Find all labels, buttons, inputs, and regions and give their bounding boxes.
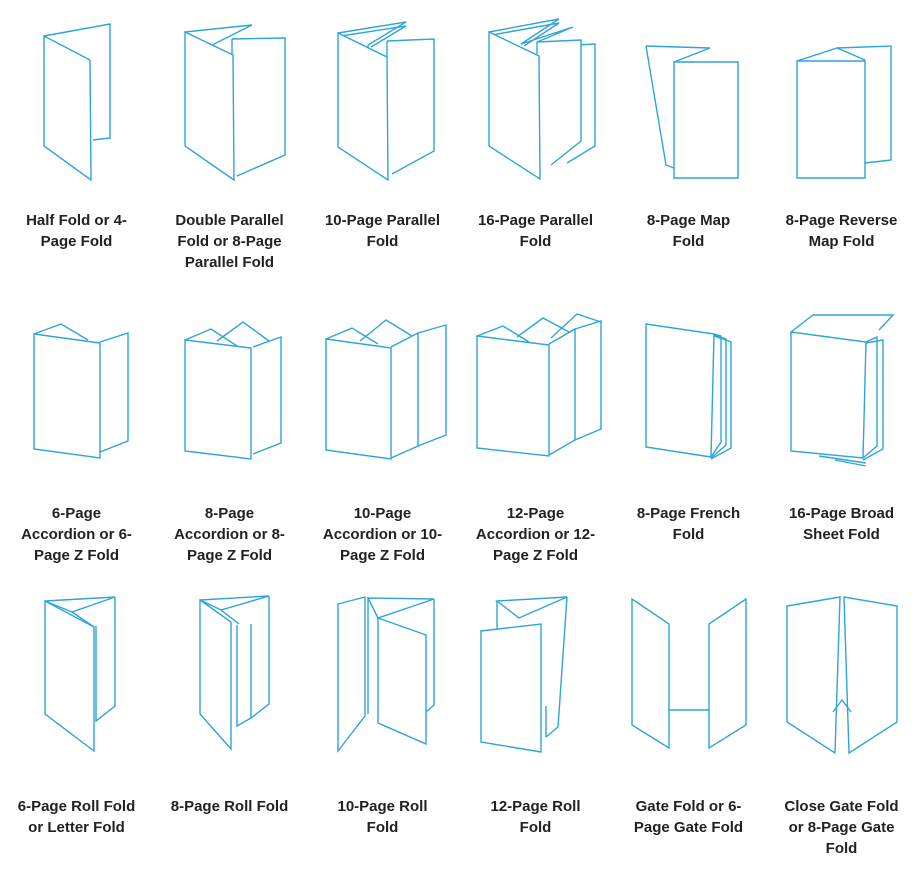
16-page-parallel-fold-label: 16-Page Parallel Fold bbox=[477, 212, 594, 250]
8-page-roll-fold-label: 8-Page Roll Fold bbox=[170, 798, 289, 815]
8-page-roll-fold-diagram bbox=[198, 595, 270, 751]
6-page-roll-fold-label: 6-Page Roll Fold or Letter Fold bbox=[17, 798, 136, 836]
8-page-french-fold-label: 8-Page French Fold bbox=[636, 505, 741, 543]
8-page-french-fold-diagram bbox=[644, 323, 732, 460]
16-page-parallel-fold-diagram bbox=[487, 18, 596, 181]
close-gate-fold-diagram bbox=[785, 596, 898, 755]
gate-fold-label: Gate Fold or 6- Page Gate Fold bbox=[633, 798, 744, 836]
fold-cell-half-fold: Half Fold or 4- Page Fold bbox=[0, 0, 153, 293]
fold-cell-8-page-reverse-map-fold: 8-Page Reverse Map Fold bbox=[765, 0, 918, 293]
10-page-parallel-fold-label: 10-Page Parallel Fold bbox=[324, 212, 441, 250]
8-page-map-fold-label: 8-Page Map Fold bbox=[646, 212, 731, 250]
fold-cell-10-page-parallel-fold: 10-Page Parallel Fold bbox=[306, 0, 459, 293]
12-page-accordion-fold-label: 12-Page Accordion or 12- Page Z Fold bbox=[475, 505, 596, 564]
fold-cell-double-parallel-fold: Double Parallel Fold or 8-Page Parallel … bbox=[153, 0, 306, 293]
fold-cell-8-page-french-fold: 8-Page French Fold bbox=[612, 293, 765, 586]
fold-cell-10-page-accordion-fold: 10-Page Accordion or 10- Page Z Fold bbox=[306, 293, 459, 586]
fold-cell-10-page-roll-fold: 10-Page Roll Fold bbox=[306, 586, 459, 879]
double-parallel-fold-diagram bbox=[183, 24, 286, 182]
fold-cell-8-page-accordion-fold: 8-Page Accordion or 8- Page Z Fold bbox=[153, 293, 306, 586]
12-page-roll-fold-diagram bbox=[479, 596, 568, 753]
10-page-accordion-fold-diagram bbox=[324, 319, 447, 460]
half-fold-diagram bbox=[42, 23, 111, 182]
10-page-accordion-fold-label: 10-Page Accordion or 10- Page Z Fold bbox=[322, 505, 443, 564]
10-page-parallel-fold-diagram bbox=[336, 21, 435, 182]
fold-cell-8-page-map-fold: 8-Page Map Fold bbox=[612, 0, 765, 293]
10-page-roll-fold-label: 10-Page Roll Fold bbox=[337, 798, 428, 836]
fold-cell-close-gate-fold: Close Gate Fold or 8-Page Gate Fold bbox=[765, 586, 918, 879]
12-page-roll-fold-label: 12-Page Roll Fold bbox=[490, 798, 581, 836]
8-page-accordion-fold-diagram bbox=[183, 321, 282, 460]
6-page-roll-fold-diagram bbox=[43, 596, 116, 753]
fold-cell-gate-fold: Gate Fold or 6- Page Gate Fold bbox=[612, 586, 765, 879]
16-page-broad-sheet-fold-diagram bbox=[789, 314, 895, 467]
fold-cell-6-page-roll-fold: 6-Page Roll Fold or Letter Fold bbox=[0, 586, 153, 879]
16-page-broad-sheet-fold-label: 16-Page Broad Sheet Fold bbox=[788, 505, 895, 543]
8-page-reverse-map-fold-label: 8-Page Reverse Map Fold bbox=[785, 212, 898, 250]
double-parallel-fold-label: Double Parallel Fold or 8-Page Parallel … bbox=[175, 212, 284, 271]
gate-fold-diagram bbox=[630, 597, 747, 750]
close-gate-fold-label: Close Gate Fold or 8-Page Gate Fold bbox=[784, 798, 899, 857]
8-page-reverse-map-fold-diagram bbox=[795, 45, 892, 179]
10-page-roll-fold-diagram bbox=[336, 596, 435, 754]
half-fold-label: Half Fold or 4- Page Fold bbox=[26, 212, 127, 250]
fold-cell-6-page-accordion-fold: 6-Page Accordion or 6- Page Z Fold bbox=[0, 293, 153, 586]
fold-cell-12-page-accordion-fold: 12-Page Accordion or 12- Page Z Fold bbox=[459, 293, 612, 586]
fold-cell-12-page-roll-fold: 12-Page Roll Fold bbox=[459, 586, 612, 879]
fold-cell-16-page-broad-sheet-fold: 16-Page Broad Sheet Fold bbox=[765, 293, 918, 586]
fold-cell-16-page-parallel-fold: 16-Page Parallel Fold bbox=[459, 0, 612, 293]
8-page-map-fold-diagram bbox=[644, 45, 739, 179]
8-page-accordion-fold-label: 8-Page Accordion or 8- Page Z Fold bbox=[174, 505, 285, 564]
6-page-accordion-fold-label: 6-Page Accordion or 6- Page Z Fold bbox=[21, 505, 132, 564]
fold-cell-8-page-roll-fold: 8-Page Roll Fold bbox=[153, 586, 306, 879]
12-page-accordion-fold-diagram bbox=[475, 313, 602, 457]
6-page-accordion-fold-diagram bbox=[32, 323, 129, 459]
